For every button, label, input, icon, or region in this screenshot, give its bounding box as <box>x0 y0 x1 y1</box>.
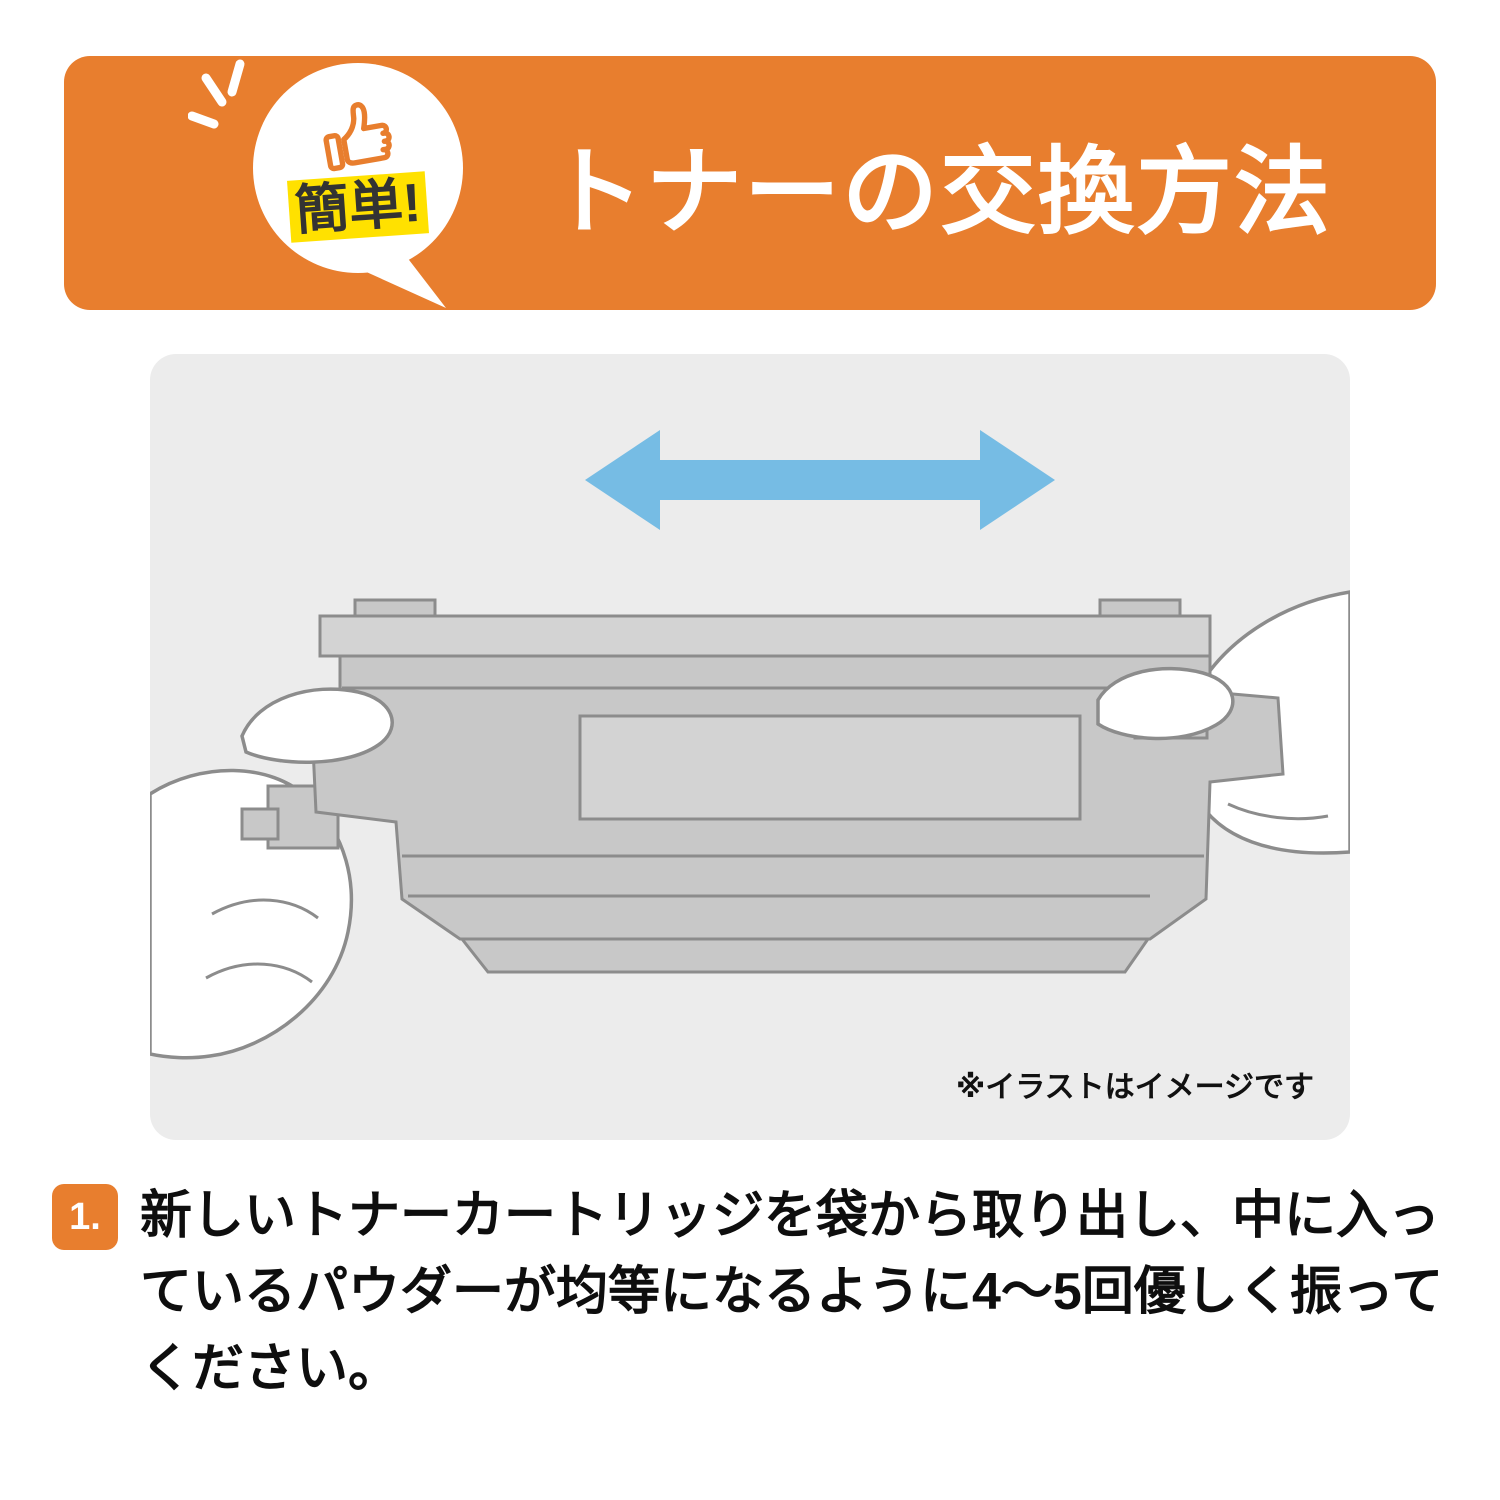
thumbs-up-icon <box>323 102 392 172</box>
page-title: トナーの交換方法 <box>548 138 1332 246</box>
illustration-panel: ※イラストはイメージです <box>150 354 1350 1140</box>
step-text: 新しいトナーカートリッジを袋から取り出し、中に入っているパウダーが均等になるよう… <box>140 1187 1444 1398</box>
right-thumb <box>1096 666 1235 741</box>
speech-bubble: 簡単! <box>248 58 488 310</box>
toner-shake-illustration <box>150 430 1350 1060</box>
illustration-note: ※イラストはイメージです <box>956 1071 1314 1104</box>
emphasis-lines-icon <box>188 59 245 129</box>
speech-bubble-content: 簡単! <box>253 63 463 273</box>
bubble-label: 簡単! <box>287 171 429 243</box>
step-1: 1. 新しいトナーカートリッジを袋から取り出し、中に入っているパウダーが均等にな… <box>52 1178 1452 1407</box>
toner-cartridge <box>240 598 1285 974</box>
step-number-badge: 1. <box>52 1184 118 1250</box>
shake-arrow-icon <box>585 430 1055 530</box>
bubble-label-text: 簡単! <box>287 171 429 243</box>
left-thumb <box>240 687 394 764</box>
